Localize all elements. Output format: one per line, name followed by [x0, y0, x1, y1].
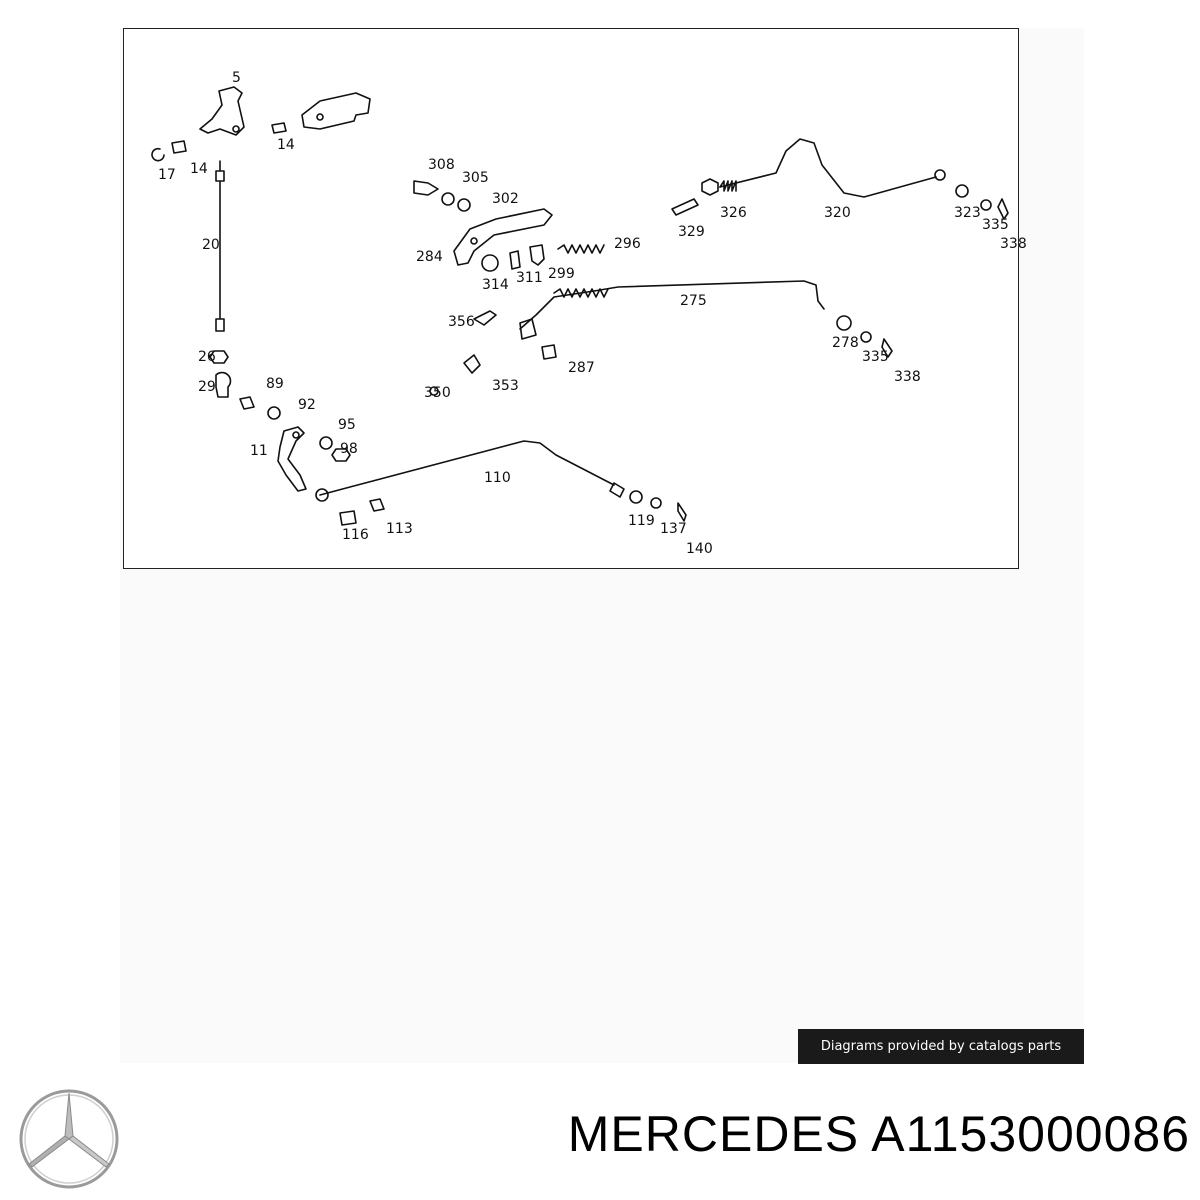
part-number: A1153000086 [871, 1106, 1190, 1162]
part-14-bracket [301, 92, 371, 130]
callout-14: 14 [190, 161, 208, 177]
callout-329: 329 [678, 224, 705, 240]
callout-311: 311 [516, 270, 543, 286]
part-275-rod [519, 280, 825, 330]
part-302-washer [457, 198, 471, 212]
callout-278: 278 [832, 335, 859, 351]
part-323-bushing [955, 184, 969, 198]
part-326-nut [701, 178, 719, 196]
callout-326: 326 [720, 205, 747, 221]
part-335-washer-upper [980, 199, 992, 211]
part-95-washer [319, 436, 333, 450]
callout-89: 89 [266, 376, 284, 392]
callout-14: 14 [277, 137, 295, 153]
callout-305: 305 [462, 170, 489, 186]
callout-302: 302 [492, 191, 519, 207]
callout-140: 140 [686, 541, 713, 557]
callout-92: 92 [298, 397, 316, 413]
callout-335: 335 [862, 349, 889, 365]
parts-diagram-drawing: 5 14 17 14 20 26 29 89 92 95 98 11 116 113 110 119 137 14… [151, 70, 1027, 557]
part-14-bushing [171, 140, 187, 154]
callout-119: 119 [628, 513, 655, 529]
parts-diagram: 5 14 17 14 20 26 29 89 92 95 98 11 116 113 110 119 137 14… [123, 28, 1027, 569]
part-137-washer [650, 497, 662, 509]
callout-356: 356 [448, 314, 475, 330]
part-329-bolt [671, 198, 699, 216]
callout-95: 95 [338, 417, 356, 433]
callout-284: 284 [416, 249, 443, 265]
part-116-cap [339, 510, 357, 526]
part-89-pin [239, 396, 255, 410]
part-287-cap [541, 344, 557, 360]
part-335-washer [860, 331, 872, 343]
callout-335: 335 [982, 217, 1009, 233]
part-338-cotter-pin-upper [997, 198, 1009, 220]
part-311-clip [509, 250, 521, 270]
callout-11: 11 [250, 443, 268, 459]
callout-338: 338 [894, 369, 921, 385]
callout-338: 338 [1000, 236, 1027, 252]
callout-299: 299 [548, 266, 575, 282]
callout-113: 113 [386, 521, 413, 537]
callout-287: 287 [568, 360, 595, 376]
part-98-nut [331, 448, 351, 462]
part-320-rod [719, 138, 937, 198]
callout-110: 110 [484, 470, 511, 486]
callout-296: 296 [614, 236, 641, 252]
part-20-rod [215, 160, 225, 332]
part-5-bracket [199, 86, 245, 136]
callout-323: 323 [954, 205, 981, 221]
mercedes-star-icon [19, 1089, 119, 1189]
diagram-credit-badge: Diagrams provided by catalogs parts [798, 1029, 1084, 1064]
callout-314: 314 [482, 277, 509, 293]
part-296-spring [557, 244, 605, 254]
part-26-nut [209, 350, 229, 364]
callout-350: 350 [424, 385, 451, 401]
part-284-lever [453, 208, 553, 266]
callout-353: 353 [492, 378, 519, 394]
part-308-bolt [413, 180, 439, 196]
part-305-washer [441, 192, 455, 206]
callout-29: 29 [198, 379, 216, 395]
brand-name: MERCEDES [567, 1106, 860, 1162]
part-314-bushing [481, 254, 499, 272]
callout-20: 20 [202, 237, 220, 253]
callout-5: 5 [232, 70, 241, 86]
part-29-joint [215, 371, 232, 398]
part-356-clip [473, 310, 497, 326]
part-278-bushing [836, 315, 852, 331]
part-299-clip [529, 244, 545, 266]
callout-308: 308 [428, 157, 455, 173]
part-113-nut [369, 498, 385, 512]
part-140-cotter-pin [677, 502, 687, 522]
part-11-bracket [277, 426, 307, 492]
callout-116: 116 [342, 527, 369, 543]
part-350-ring [429, 386, 439, 396]
part-338-cotter-pin [881, 338, 893, 358]
callout-137: 137 [660, 521, 687, 537]
callout-320: 320 [824, 205, 851, 221]
part-353-clip [463, 354, 481, 374]
part-title: MERCEDES A1153000086 [400, 1105, 1190, 1163]
part-119-bushing [629, 490, 643, 504]
callout-275: 275 [680, 293, 707, 309]
callout-98: 98 [340, 441, 358, 457]
part-17-clip [151, 147, 165, 162]
callout-26: 26 [198, 349, 216, 365]
part-110-rod [319, 440, 615, 496]
part-92-washer [267, 406, 281, 420]
callout-17: 17 [158, 167, 176, 183]
